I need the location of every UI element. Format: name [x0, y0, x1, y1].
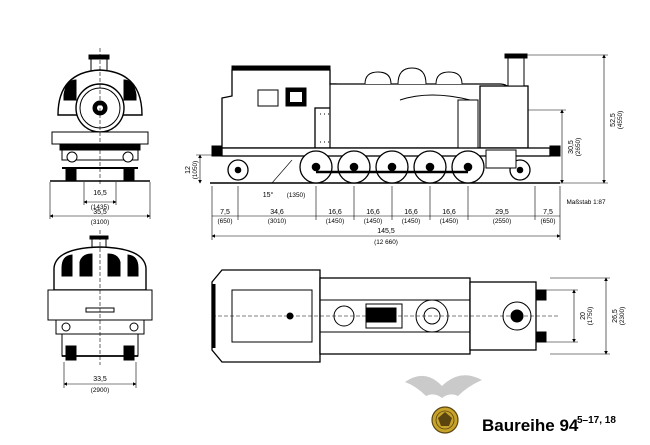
segment-label-mm: (3010) — [268, 218, 286, 225]
emblem-icon — [431, 406, 459, 434]
segment-label-mm: (1450) — [440, 218, 458, 225]
segment-label-mm: (650) — [541, 218, 556, 225]
title-superscript: 5–17, 18 — [577, 415, 616, 426]
top-outer-width-mm: (2300) — [619, 307, 626, 325]
total-length: 145,5 — [377, 228, 395, 235]
segment-label-mm: (1450) — [402, 218, 420, 225]
top-inner-width-mm: (1750) — [587, 307, 594, 325]
scale-label: Maßstab 1:87 — [566, 199, 606, 206]
top-view — [211, 269, 560, 363]
segment-label-mm: (2550) — [493, 218, 511, 225]
segment-label: 7,5 — [220, 209, 230, 216]
front-outer-dim: 35,5 — [93, 209, 107, 216]
side-left-height-mm: (1050) — [192, 161, 199, 179]
segment-label: 7,5 — [543, 209, 553, 216]
side-boiler-height: 30,5 — [568, 140, 575, 154]
side-view — [210, 53, 561, 184]
segment-label: 29,5 — [495, 209, 509, 216]
segment-label: 16,6 — [442, 209, 456, 216]
top-outer-width: 26,5 — [612, 309, 619, 323]
rear-outer-dim-mm: (2900) — [91, 387, 109, 394]
segment-label: 16,6 — [328, 209, 342, 216]
eagle-watermark — [405, 375, 482, 398]
total-length-mm: (12 660) — [374, 239, 398, 246]
rear-view-dimensions — [63, 362, 137, 388]
side-angle: 15° — [263, 191, 274, 199]
segment-label: 16,6 — [366, 209, 380, 216]
front-outer-dim-mm: (3100) — [91, 219, 109, 226]
side-view-dimensions — [196, 54, 608, 240]
segment-label: 34,6 — [270, 209, 284, 216]
segment-label: 16,6 — [404, 209, 418, 216]
side-total-height: 52,5 — [610, 113, 617, 127]
segment-label-mm: (1450) — [364, 218, 382, 225]
side-angle-mm: (1350) — [287, 192, 305, 199]
segment-label-mm: (650) — [218, 218, 233, 225]
segment-label-mm: (1450) — [326, 218, 344, 225]
front-view-dimensions — [49, 182, 151, 219]
front-view — [50, 48, 150, 186]
top-inner-width: 20 — [580, 312, 587, 320]
front-inner-dim-mm: (1435) — [91, 204, 109, 211]
side-left-height: 12 — [185, 166, 192, 174]
title-main: Baureihe 94 — [482, 416, 579, 435]
side-total-height-mm: (4550) — [617, 111, 624, 129]
rear-view — [47, 230, 153, 365]
rear-outer-dim: 33,5 — [93, 376, 107, 383]
front-inner-dim: 16,5 — [93, 190, 107, 197]
top-view-dimensions — [546, 277, 610, 355]
side-boiler-height-mm: (2650) — [575, 138, 582, 156]
